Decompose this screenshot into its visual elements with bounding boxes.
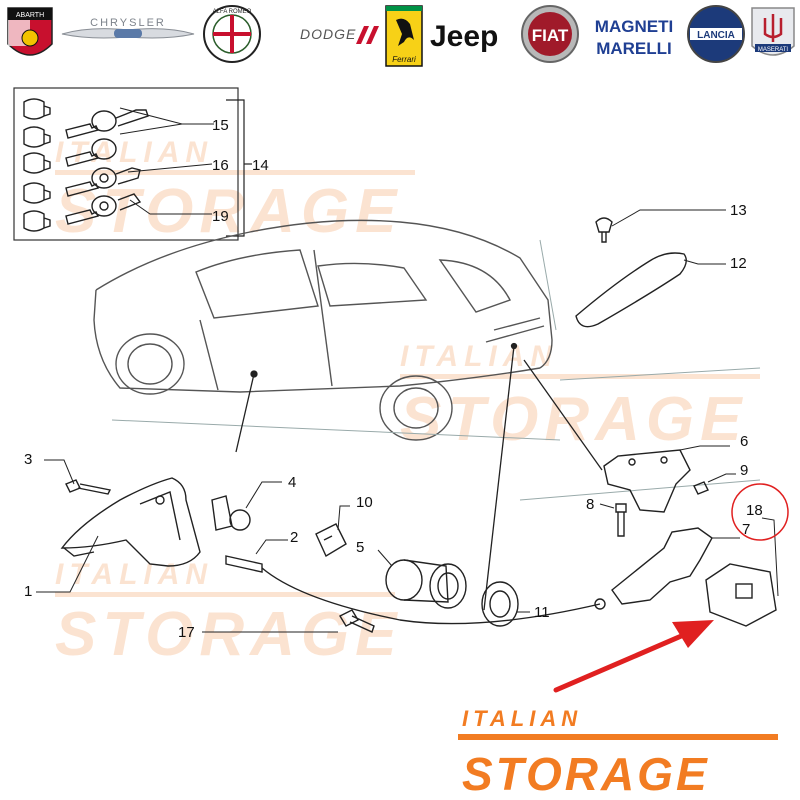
part-17-stud [202,609,375,633]
fiat-logo: FIAT [521,5,579,63]
key-set-group [13,87,252,241]
callout-6: 6 [740,433,748,450]
svg-text:ITALIAN: ITALIAN [462,706,582,731]
part-4-grommet [211,481,282,531]
part-3-screw [44,459,112,495]
svg-text:Ferrari: Ferrari [392,55,416,64]
maserati-logo: MASERATI [751,7,795,56]
svg-text:ITALIAN: ITALIAN [55,136,213,169]
callout-17: 17 [178,624,195,641]
jeep-logo: Jeep [430,20,498,53]
part-12-trim-strip [575,252,726,328]
highlight-part-18: 18 [731,483,789,541]
lock-cylinder-set [23,98,51,232]
callout-4: 4 [288,474,296,491]
callout-3: 3 [24,451,32,468]
svg-text:FIAT: FIAT [532,26,569,45]
svg-text:MAGNETI: MAGNETI [595,17,673,36]
callout-7: 7 [742,521,750,538]
svg-text:ALFA ROMEO: ALFA ROMEO [213,9,252,15]
italian-storage-logo: ITALIAN STORAGE [458,706,778,800]
magneti-marelli-logo: MAGNETI MARELLI [595,17,673,58]
svg-text:STORAGE: STORAGE [55,600,402,669]
svg-text:MASERATI: MASERATI [758,47,789,53]
abarth-logo: ABARTH [7,7,53,56]
dodge-logo: DODGE [300,26,379,44]
part-6-bracket [603,445,730,513]
callout-8: 8 [586,496,594,513]
svg-text:CHRYSLER: CHRYSLER [90,17,166,29]
part-1-door-handle [36,477,201,593]
part-2-rod [225,539,606,625]
lancia-logo: LANCIA [687,5,745,63]
callout-2: 2 [290,529,298,546]
part-13-clip [595,209,726,243]
key-icon [65,109,149,225]
ferrari-logo: Ferrari [385,5,423,67]
svg-text:ITALIAN: ITALIAN [55,558,213,591]
callout-14: 14 [252,157,269,174]
svg-text:MARELLI: MARELLI [596,39,672,58]
callout-19: 19 [212,208,229,225]
callout-13: 13 [730,202,747,219]
part-8-bolt [615,503,627,537]
callout-16: 16 [212,157,229,174]
callout-15: 15 [212,117,229,134]
chrysler-logo: CHRYSLER [61,17,195,39]
callout-9: 9 [740,462,748,479]
svg-text:ITALIAN: ITALIAN [400,340,558,373]
part-11-seal [481,581,530,627]
callout-1: 1 [24,583,32,600]
part-7-lock-plate [611,527,740,605]
svg-text:STORAGE: STORAGE [55,177,402,246]
svg-text:STORAGE: STORAGE [462,748,710,800]
callout-10: 10 [356,494,373,511]
part-5-lock-cylinder [377,549,467,609]
callout-12: 12 [730,255,747,272]
part-9-bolt [693,473,736,495]
svg-text:STORAGE: STORAGE [400,385,747,454]
alfa-romeo-logo: ALFA ROMEO [203,5,261,63]
red-arrow [553,620,714,693]
callout-5: 5 [356,539,364,556]
svg-text:DODGE: DODGE [300,26,356,42]
part-10-clip [315,505,350,558]
watermark: ITALIAN STORAGE ITALIAN STORAGE ITALIAN … [55,136,760,669]
part-18-latch [705,517,779,627]
svg-text:LANCIA: LANCIA [697,30,735,41]
svg-text:ABARTH: ABARTH [16,12,44,19]
brand-logo-bar: ABARTH CHRYSLER ALFA ROMEO DODGE [7,5,795,67]
callout-11: 11 [534,604,550,621]
svg-text:Jeep: Jeep [430,20,498,53]
car-outline [93,219,761,501]
callout-18: 18 [746,502,763,519]
car-leader-lines [235,342,603,611]
